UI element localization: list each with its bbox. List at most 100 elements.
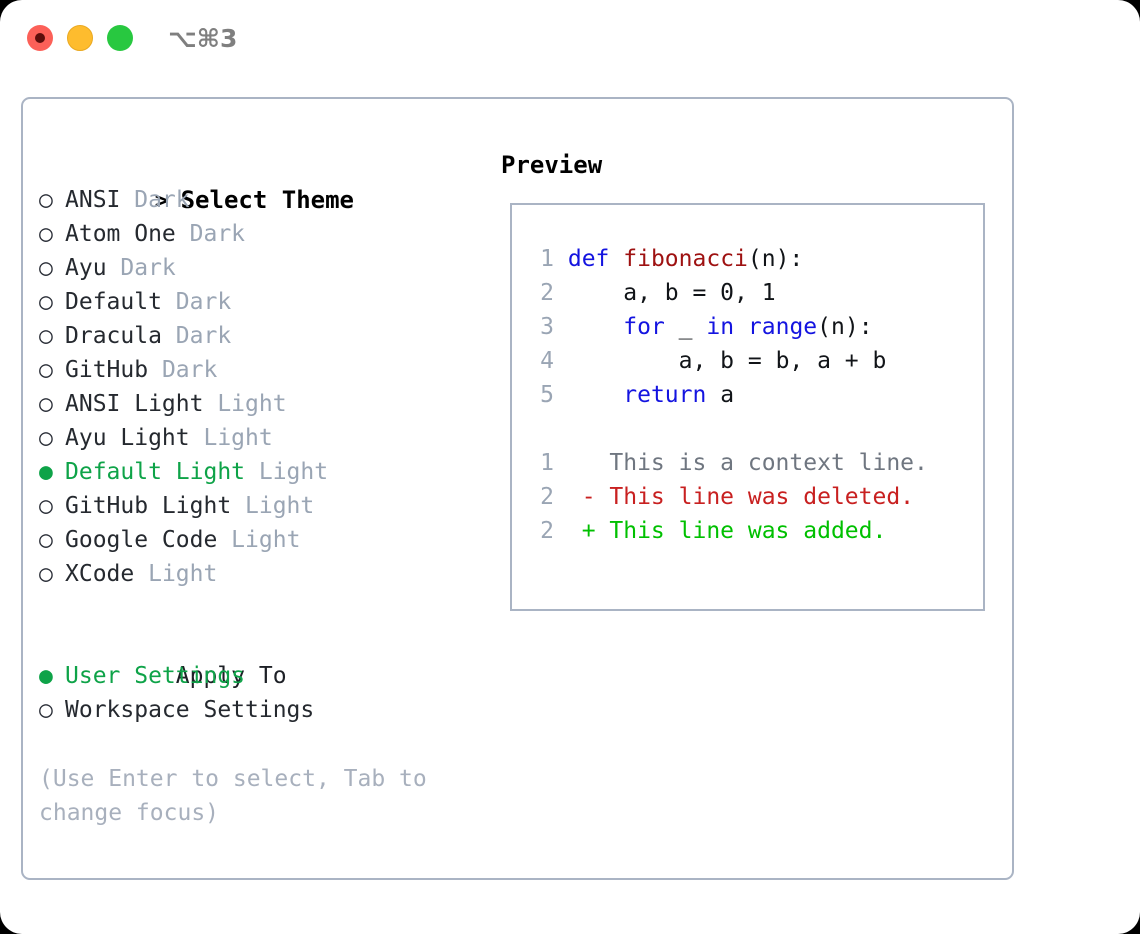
theme-option-variant: Dark bbox=[120, 187, 190, 213]
diff-line-number: 1 bbox=[540, 450, 554, 476]
code-token: in bbox=[706, 314, 735, 340]
diff-line-text: This line was deleted. bbox=[595, 484, 915, 510]
theme-option-name: Ayu bbox=[65, 255, 107, 281]
code-line-number: 1 bbox=[540, 246, 554, 272]
theme-option-6[interactable]: ○ ANSI Light Light bbox=[39, 387, 489, 421]
radio-unselected-icon: ○ bbox=[39, 493, 53, 519]
theme-option-name: ANSI Light bbox=[65, 391, 204, 417]
theme-option-variant: Dark bbox=[161, 323, 232, 349]
radio-selected-icon: ● bbox=[39, 459, 53, 485]
radio-unselected-icon: ○ bbox=[39, 697, 53, 723]
code-diff-spacer bbox=[528, 412, 968, 446]
diff-marker bbox=[554, 450, 596, 476]
theme-option-name: XCode bbox=[65, 561, 135, 587]
code-token: (n): bbox=[817, 314, 873, 340]
code-token: for bbox=[623, 314, 665, 340]
code-token bbox=[568, 314, 623, 340]
apply-to-option-0[interactable]: ●User Settings bbox=[39, 659, 489, 693]
code-token: return bbox=[623, 382, 707, 408]
theme-option-variant: Dark bbox=[148, 357, 218, 383]
code-gutter-space bbox=[554, 382, 568, 408]
theme-option-name: Dracula bbox=[65, 323, 162, 349]
theme-list-header: >Select Theme bbox=[39, 149, 489, 214]
theme-option-11[interactable]: ○XCode Light bbox=[39, 557, 489, 591]
radio-unselected-icon: ○ bbox=[39, 527, 53, 553]
theme-option-variant: Dark bbox=[161, 289, 232, 315]
diff-line-text: This line was added. bbox=[595, 518, 887, 544]
radio-unselected-icon: ○ bbox=[39, 323, 53, 349]
code-gutter-space bbox=[554, 348, 568, 374]
theme-option-4[interactable]: ○ Dracula Dark bbox=[39, 319, 489, 353]
code-token: a bbox=[706, 382, 735, 408]
theme-option-10[interactable]: ○ Google Code Light bbox=[39, 523, 489, 557]
radio-unselected-icon: ○ bbox=[39, 221, 53, 247]
list-spacer bbox=[39, 591, 489, 625]
apply-to-options-list: ●User Settings○Workspace Settings bbox=[39, 659, 489, 727]
code-token: a, b = b, a + b bbox=[567, 348, 887, 374]
theme-option-8[interactable]: ● Default Light Light bbox=[39, 455, 489, 489]
radio-unselected-icon: ○ bbox=[39, 255, 53, 281]
code-line-0: 1 def fibonacci(n): bbox=[528, 242, 968, 276]
radio-unselected-icon: ○ bbox=[39, 391, 53, 417]
theme-option-variant: Dark bbox=[175, 221, 246, 247]
theme-option-2[interactable]: ○Ayu Dark bbox=[39, 251, 489, 285]
theme-option-variant: Light bbox=[189, 425, 273, 451]
radio-unselected-icon: ○ bbox=[39, 289, 53, 315]
theme-option-name: Default Light bbox=[65, 459, 246, 485]
code-line-number: 2 bbox=[540, 280, 554, 306]
code-line-3: 4 a, b = b, a + b bbox=[528, 344, 968, 378]
diff-line-0: 1 This is a context line. bbox=[528, 446, 968, 480]
theme-option-name: Google Code bbox=[65, 527, 218, 553]
code-line-number: 5 bbox=[540, 382, 554, 408]
theme-picker-panel: >Select Theme ○ANSI Dark○Atom One Dark○A… bbox=[21, 97, 1014, 880]
theme-list-header-label: Select Theme bbox=[180, 186, 354, 214]
code-token: (n): bbox=[747, 246, 804, 272]
theme-option-variant: Light bbox=[217, 527, 301, 553]
code-token bbox=[609, 246, 623, 272]
theme-option-name: Atom One bbox=[65, 221, 176, 247]
code-gutter-space bbox=[554, 280, 568, 306]
code-line-number: 3 bbox=[540, 314, 554, 340]
code-token: fibonacci bbox=[623, 246, 748, 272]
theme-option-9[interactable]: ○GitHub Light Light bbox=[39, 489, 489, 523]
radio-selected-icon: ● bbox=[39, 663, 53, 689]
diff-line-number: 2 bbox=[540, 484, 554, 510]
code-token bbox=[568, 382, 623, 408]
diff-line-text: This is a context line. bbox=[595, 450, 928, 476]
code-line-1: 2 a, b = 0, 1 bbox=[528, 276, 968, 310]
minimize-window-button[interactable] bbox=[67, 25, 93, 51]
diff-sample: 1 This is a context line.2 - This line w… bbox=[528, 446, 968, 548]
diff-line-number: 2 bbox=[540, 518, 554, 544]
maximize-window-button[interactable] bbox=[107, 25, 133, 51]
apply-to-option-1[interactable]: ○Workspace Settings bbox=[39, 693, 489, 727]
radio-unselected-icon: ○ bbox=[39, 357, 53, 383]
code-line-4: 5 return a bbox=[528, 378, 968, 412]
code-token: a, b = 0, 1 bbox=[567, 280, 776, 306]
theme-option-variant: Light bbox=[203, 391, 287, 417]
keyboard-shortcut-label: ⌥⌘3 bbox=[168, 24, 238, 53]
code-line-number: 4 bbox=[540, 348, 554, 374]
theme-option-7[interactable]: ○Ayu Light Light bbox=[39, 421, 489, 455]
radio-unselected-icon: ○ bbox=[39, 561, 53, 587]
theme-list-column: >Select Theme ○ANSI Dark○Atom One Dark○A… bbox=[39, 149, 489, 727]
theme-option-variant: Light bbox=[245, 459, 329, 485]
diff-line-2: 2 + This line was added. bbox=[528, 514, 968, 548]
theme-option-1[interactable]: ○ Atom One Dark bbox=[39, 217, 489, 251]
apply-to-header: ○Apply To bbox=[39, 625, 489, 689]
diff-line-1: 2 - This line was deleted. bbox=[528, 480, 968, 514]
preview-title: Preview bbox=[501, 151, 603, 179]
theme-option-5[interactable]: ○ GitHub Dark bbox=[39, 353, 489, 387]
theme-option-name: GitHub bbox=[65, 357, 149, 383]
code-token: def bbox=[567, 246, 610, 272]
theme-option-0[interactable]: ○ANSI Dark bbox=[39, 183, 489, 217]
code-line-2: 3 for _ in range(n): bbox=[528, 310, 968, 344]
theme-option-3[interactable]: ○Default Dark bbox=[39, 285, 489, 319]
radio-unselected-icon: ○ bbox=[39, 187, 53, 213]
radio-unselected-icon: ○ bbox=[39, 425, 53, 451]
code-token: range bbox=[747, 314, 818, 340]
code-token bbox=[734, 314, 748, 340]
